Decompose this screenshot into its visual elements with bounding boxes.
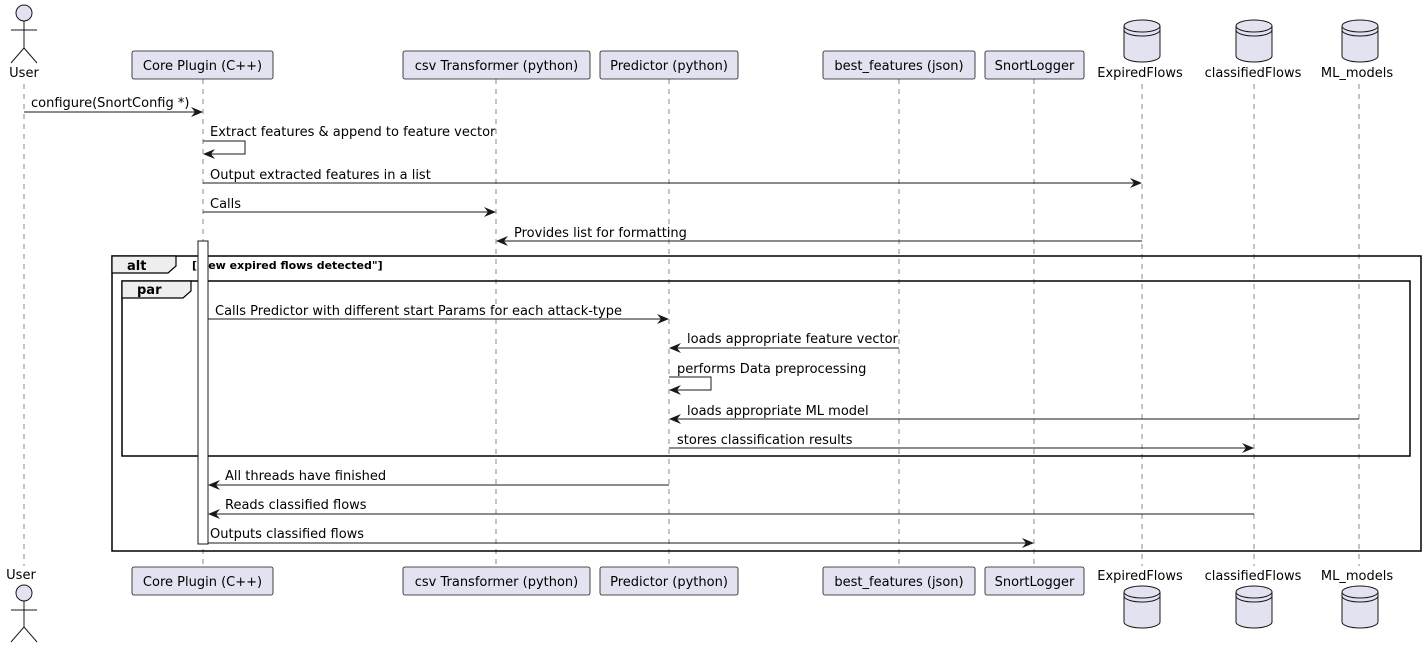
actor-head-icon xyxy=(15,584,33,602)
message-12: Reads classified flows xyxy=(208,498,1254,519)
alt-tab xyxy=(111,255,177,274)
participant-csv-top: csv Transformer (python) xyxy=(402,50,591,80)
message-6: Calls Predictor with different start Par… xyxy=(208,304,669,324)
participant-csv-bottom: csv Transformer (python) xyxy=(402,566,591,596)
database-expired-top: ExpiredFlows xyxy=(1097,19,1183,81)
message-label: All threads have finished xyxy=(225,469,386,484)
participant-label-predictor: Predictor (python) xyxy=(610,575,728,590)
message-label: performs Data preprocessing xyxy=(677,362,866,377)
participant-label-core: Core Plugin (C++) xyxy=(143,575,262,590)
participant-label-user: User xyxy=(6,568,36,583)
message-10: stores classification results xyxy=(669,433,1254,453)
participant-label-models: ML_models xyxy=(1321,66,1393,81)
participant-core-bottom: Core Plugin (C++) xyxy=(131,566,274,596)
par-fragment: par xyxy=(121,280,1411,457)
participant-heads-top: User Core Plugin (C++) csv Transformer (… xyxy=(9,4,1393,81)
participant-label-classified: classifiedFlows xyxy=(1205,66,1302,81)
participant-label-models: ML_models xyxy=(1321,569,1393,584)
actor-user-top: User xyxy=(9,4,39,81)
alt-keyword: alt xyxy=(127,259,146,274)
lifelines xyxy=(23,79,1360,567)
message-1: configure(SnortConfig *) xyxy=(24,96,203,117)
messages: configure(SnortConfig *) Extract feature… xyxy=(24,96,1359,548)
participant-best-top: best_features (json) xyxy=(822,50,976,80)
message-2: Extract features & append to feature vec… xyxy=(203,125,496,159)
database-models-bottom: ML_models xyxy=(1321,569,1393,629)
participant-label-classified: classifiedFlows xyxy=(1205,569,1302,584)
message-label: loads appropriate ML model xyxy=(687,404,869,419)
participant-label-best: best_features (json) xyxy=(834,59,963,74)
participant-label-expired: ExpiredFlows xyxy=(1097,66,1183,81)
participant-heads-bottom: User Core Plugin (C++) csv Transformer (… xyxy=(6,566,1393,643)
participant-label-best: best_features (json) xyxy=(834,575,963,590)
participant-label-snort: SnortLogger xyxy=(995,59,1075,74)
activation-bar-core xyxy=(197,240,209,545)
message-label: Calls Predictor with different start Par… xyxy=(215,304,622,319)
actor-head-icon xyxy=(15,4,33,22)
database-classified-top: classifiedFlows xyxy=(1205,19,1302,81)
message-label: Extract features & append to feature vec… xyxy=(210,125,496,140)
message-label: stores classification results xyxy=(677,433,853,448)
database-icon xyxy=(1123,19,1161,63)
message-label: loads appropriate feature vector xyxy=(687,332,899,347)
message-8: performs Data preprocessing xyxy=(669,362,866,395)
alt-guard: ['new expired flows detected"] xyxy=(192,259,383,272)
database-icon xyxy=(1123,585,1161,629)
message-3: Output extracted features in a list xyxy=(203,168,1142,188)
participant-predictor-top: Predictor (python) xyxy=(599,50,739,80)
message-11: All threads have finished xyxy=(208,469,669,490)
message-4: Calls xyxy=(203,197,496,217)
message-label: Output extracted features in a list xyxy=(210,168,431,183)
database-icon xyxy=(1341,19,1379,63)
database-expired-bottom: ExpiredFlows xyxy=(1097,569,1183,629)
participant-best-bottom: best_features (json) xyxy=(822,566,976,596)
participant-core-top: Core Plugin (C++) xyxy=(131,50,274,80)
message-label: Reads classified flows xyxy=(225,498,367,513)
alt-fragment: alt ['new expired flows detected"] xyxy=(111,255,1422,552)
participant-label-user: User xyxy=(9,66,39,81)
message-7: loads appropriate feature vector xyxy=(669,332,899,353)
alt-frame xyxy=(111,255,1422,552)
par-tab xyxy=(121,280,192,299)
participant-label-core: Core Plugin (C++) xyxy=(143,59,262,74)
message-label: Calls xyxy=(210,197,241,212)
message-5: Provides list for formatting xyxy=(496,226,1142,246)
database-icon xyxy=(1235,19,1273,63)
message-9: loads appropriate ML model xyxy=(669,404,1359,424)
message-label: Outputs classified flows xyxy=(210,527,364,542)
participant-snort-top: SnortLogger xyxy=(984,50,1085,80)
actor-user-bottom: User xyxy=(6,568,38,643)
participant-label-predictor: Predictor (python) xyxy=(610,59,728,74)
participant-label-expired: ExpiredFlows xyxy=(1097,569,1183,584)
participant-label-csv: csv Transformer (python) xyxy=(415,575,579,590)
message-13: Outputs classified flows xyxy=(208,527,1034,548)
participant-label-csv: csv Transformer (python) xyxy=(415,59,579,74)
participant-label-snort: SnortLogger xyxy=(995,575,1075,590)
database-icon xyxy=(1235,585,1273,629)
message-label: configure(SnortConfig *) xyxy=(31,96,189,111)
database-icon xyxy=(1341,585,1379,629)
participant-snort-bottom: SnortLogger xyxy=(984,566,1085,596)
par-frame xyxy=(121,280,1411,457)
message-label: Provides list for formatting xyxy=(514,226,687,241)
database-classified-bottom: classifiedFlows xyxy=(1205,569,1302,629)
par-keyword: par xyxy=(137,283,162,298)
database-models-top: ML_models xyxy=(1321,19,1393,81)
participant-predictor-bottom: Predictor (python) xyxy=(599,566,739,596)
